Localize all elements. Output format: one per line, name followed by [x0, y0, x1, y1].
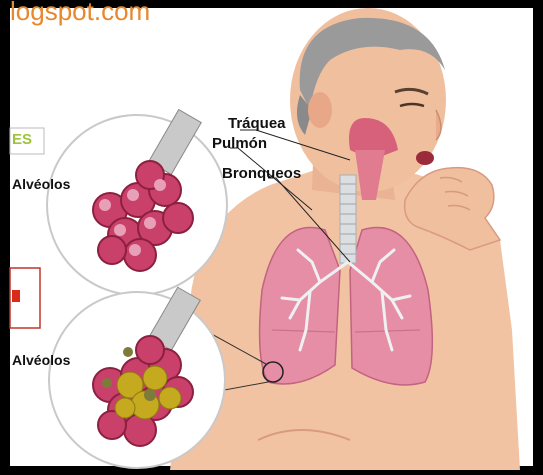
- trachea: [340, 175, 356, 263]
- label-bronchi: Bronqueos: [222, 165, 301, 182]
- label-lung: Pulmón: [212, 135, 267, 152]
- left-red-mark: [12, 290, 20, 302]
- left-text-fragment: ES: [12, 131, 32, 148]
- blog-url-fragment: logspot.com: [10, 0, 150, 27]
- label-trachea: Tráquea: [228, 115, 286, 132]
- ear: [308, 92, 332, 128]
- label-alveoli-healthy: Alvéolos: [12, 176, 70, 192]
- label-alveoli-infected: Alvéolos: [12, 352, 70, 368]
- open-mouth: [416, 151, 434, 165]
